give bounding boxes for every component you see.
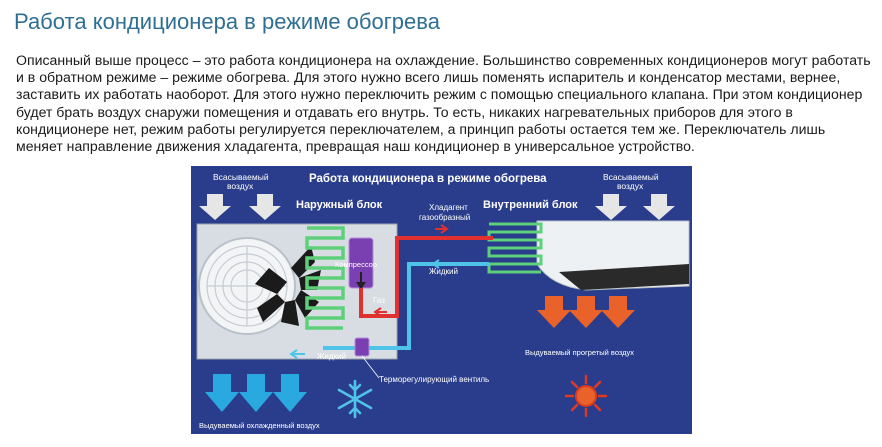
liquid-label-right: Жидкий bbox=[429, 267, 458, 276]
liquid-flow-arrow-right bbox=[431, 259, 445, 269]
liquid-flow-arrow-bottom bbox=[289, 349, 305, 359]
body-paragraph: Описанный выше процесс – это работа конд… bbox=[16, 52, 874, 155]
indoor-unit-label: Внутренний блок bbox=[483, 199, 578, 211]
page-title: Работа кондиционера в режиме обогрева bbox=[14, 9, 440, 34]
intake-right-label: Всасываемый bbox=[603, 172, 659, 182]
sun-icon bbox=[564, 374, 608, 418]
liquid-label-bottom: Жидкий bbox=[317, 352, 346, 361]
paragraph-line: Описанный выше процесс – это работа конд… bbox=[16, 52, 871, 68]
heating-mode-diagram: Работа кондиционера в режиме обогрева Вс… bbox=[191, 166, 692, 434]
intake-right-label-2: воздух bbox=[617, 181, 644, 191]
paragraph-line: и в обратном режиме – режиме обогрева. Д… bbox=[16, 69, 841, 86]
warm-air-arrows bbox=[537, 296, 635, 328]
outdoor-unit-label: Наружный блок bbox=[296, 199, 383, 211]
gas-label: Газ bbox=[373, 296, 385, 305]
hot-gas-pipe bbox=[359, 236, 493, 318]
cold-air-arrows bbox=[205, 374, 307, 412]
intake-arrows-right bbox=[595, 194, 675, 220]
paragraph-line: заставить их работать наоборот. Для этог… bbox=[16, 86, 863, 103]
paragraph-line: кондиционере нет, режим работы регулируе… bbox=[16, 120, 826, 137]
paragraph-line: будет брать воздух снаружи помещения и о… bbox=[16, 103, 793, 120]
gas-flow-arrow bbox=[373, 307, 387, 317]
diagram-title: Работа кондиционера в режиме обогрева bbox=[309, 173, 547, 185]
compressor bbox=[348, 237, 374, 290]
cold-air-label: Выдуваемый охлажденный воздух bbox=[199, 421, 320, 430]
indoor-coil bbox=[487, 222, 543, 274]
valve-label: Терморегулирующий вентиль bbox=[379, 375, 489, 384]
hot-flow-arrow bbox=[435, 224, 449, 234]
indoor-unit bbox=[536, 220, 690, 291]
compressor-label: Компрессор bbox=[335, 260, 377, 269]
gas-refrigerant-label: Хладагент bbox=[429, 203, 468, 212]
fan-icon bbox=[255, 246, 321, 326]
warm-air-label: Выдуваемый прогретый воздух bbox=[525, 348, 634, 357]
expansion-valve bbox=[354, 337, 380, 379]
outdoor-coil bbox=[305, 226, 345, 330]
intake-left-label-2: воздух bbox=[227, 181, 254, 191]
snowflake-icon bbox=[337, 379, 373, 419]
paragraph-line: меняет направление движения хладагента, … bbox=[16, 138, 695, 155]
intake-left-label: Всасываемый bbox=[213, 172, 269, 182]
gas-refrigerant-label-2: газообразный bbox=[419, 213, 470, 222]
intake-arrows-left bbox=[199, 194, 281, 220]
